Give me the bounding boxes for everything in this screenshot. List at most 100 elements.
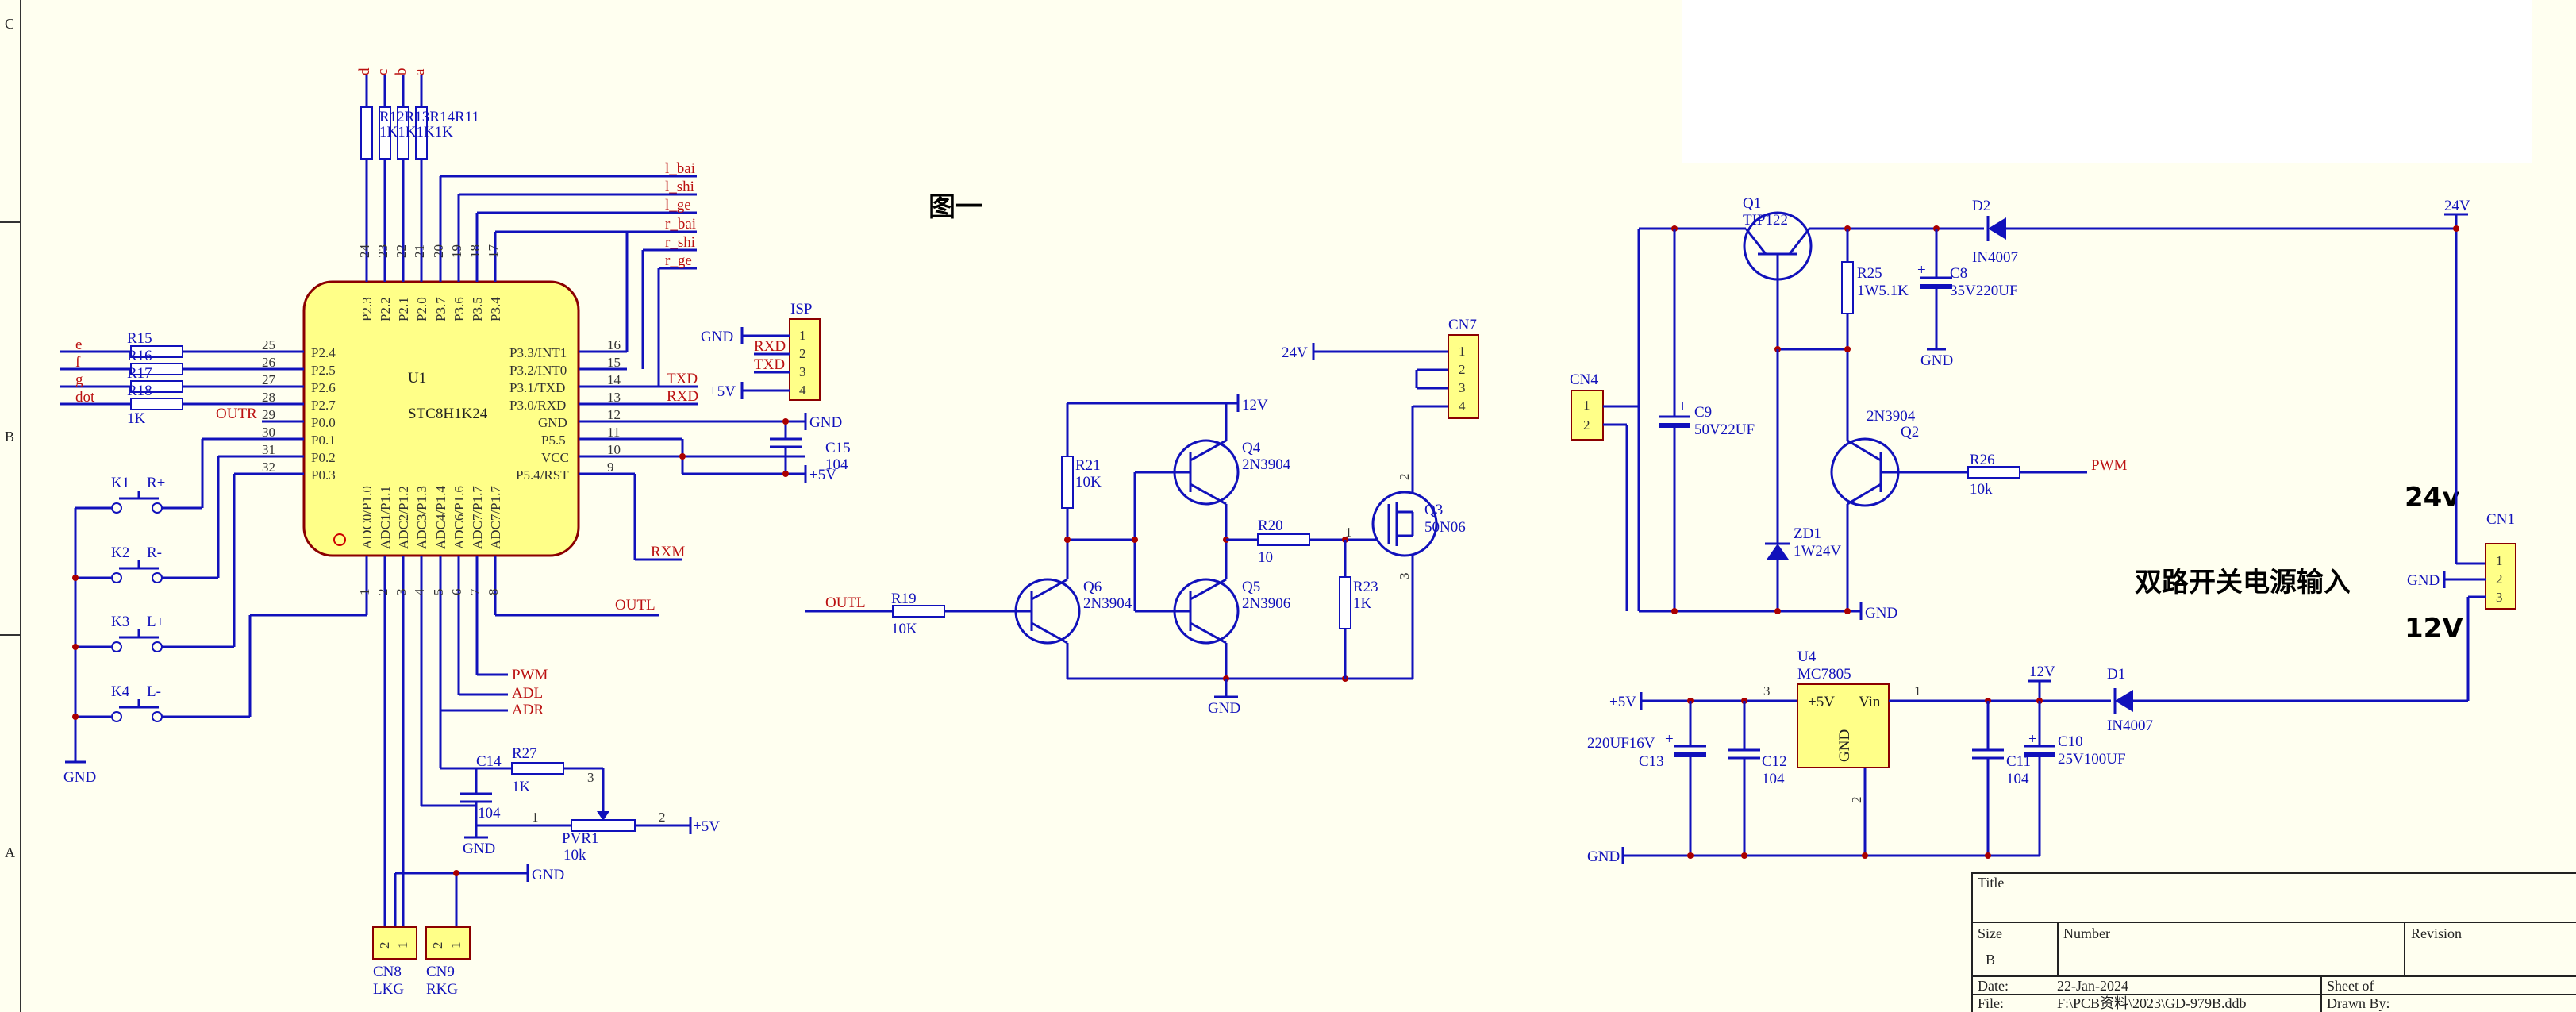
digit-select-nets: l_bai l_shi l_ge r_bai r_shi r_ge (440, 160, 697, 387)
pin-number: 10 (607, 442, 621, 457)
net-pwm: PWM (512, 667, 548, 683)
transistor-part: 2N3904 (1867, 408, 1916, 425)
key-k3: K3 L+ (111, 614, 164, 652)
pin-number: 25 (262, 337, 275, 352)
frame-row-label: C (5, 16, 14, 32)
pin-name: ADC3/P1.3 (414, 486, 429, 549)
adc-section: R27 1K 3 C14 104 GND 1 2 +5V PVR1 10k PW… (372, 597, 720, 998)
regulator-pin-in: Vin (1859, 694, 1881, 710)
mcu-part: STC8H1K24 (408, 406, 488, 422)
connector-ref: CN1 (2486, 511, 2515, 528)
pin-number: 2 (1849, 797, 1864, 804)
key-switches: GND K1 R+ K2 R- K3 L+ K4 L- (63, 439, 367, 786)
pin-number: 3 (1763, 683, 1771, 698)
net-g: g (75, 371, 83, 388)
pin-name: ADC1/P1.1 (378, 486, 393, 549)
pin-number: 30 (262, 425, 275, 440)
net-outl: OUTL (615, 597, 656, 614)
mcu-right-nets: TXD RXD GND +5V C15 104 RXM (627, 371, 851, 561)
isp-txd: TXD (754, 356, 785, 373)
net-d: d (356, 67, 373, 75)
net-l-ge: l_ge (665, 197, 691, 214)
transistor-ref: Q5 (1242, 579, 1260, 595)
p5v-label: +5V (1609, 694, 1636, 710)
cap-ref: C9 (1694, 404, 1712, 421)
pin-name: P0.0 (311, 415, 336, 430)
pin-number: 3 (1459, 380, 1466, 395)
frame-row-label: B (5, 429, 14, 444)
transistor-ref: Q1 (1743, 195, 1761, 212)
mcu-ref: U1 (408, 370, 426, 387)
net-txd: TXD (667, 371, 698, 387)
net-c: c (375, 69, 391, 75)
resistor-bank-top: R12R13R14R11 1K1K1K1K d c b a (356, 67, 479, 160)
pin-number: 19 (449, 244, 464, 258)
title-block: Title Size B Number Revision Date: 22-Ja… (1971, 872, 2576, 1012)
isp-5v: +5V (709, 383, 736, 400)
pin-name: P3.4 (488, 297, 503, 321)
key-k4: K4 L- (111, 683, 163, 722)
revision-label: Revision (2411, 925, 2462, 941)
transistor-part: 2N3904 (1083, 595, 1132, 612)
key-ref: K3 (111, 614, 129, 630)
cap-value: 104 (478, 805, 501, 822)
net-f: f (75, 354, 81, 371)
pin-number: 2 (2496, 571, 2503, 587)
size-value: B (1986, 952, 1995, 968)
pin-number: 31 (262, 442, 275, 457)
transistor-part: 50N06 (1424, 519, 1466, 536)
pin-name: P3.2/INT0 (509, 363, 567, 378)
pin-number: 4 (1459, 398, 1466, 414)
pin1-marker (333, 533, 346, 546)
figure-title: 图一 (929, 191, 982, 223)
key-ref: K4 (111, 683, 130, 700)
isp-gnd: GND (701, 329, 733, 345)
pin-number: 17 (486, 244, 501, 259)
transistor-part: 2N3904 (1242, 456, 1291, 473)
pin-name: P2.3 (359, 297, 375, 321)
pin-number: 2 (375, 589, 390, 596)
pin-name: P3.7 (433, 297, 448, 321)
pin-number: 12 (607, 407, 621, 422)
net-e: e (75, 337, 82, 353)
pin-number: 1 (448, 942, 463, 949)
frame-row-label: A (5, 845, 15, 860)
p5v-label: +5V (809, 467, 836, 483)
pin-number: 27 (262, 372, 276, 387)
cap-value: 50V22UF (1694, 421, 1755, 438)
voltage-24v-label: 24v (2405, 482, 2459, 514)
pin-number: 7 (467, 588, 483, 595)
net-adr: ADR (512, 702, 544, 718)
pin-number: 11 (607, 425, 620, 440)
net-a: a (411, 68, 428, 75)
pin-name: P3.5 (470, 297, 485, 321)
gnd-label: GND (2407, 572, 2440, 589)
title-label: Title (1978, 875, 2004, 891)
connector-name: LKG (373, 981, 404, 998)
resistor-value: 1W5.1K (1857, 283, 1909, 299)
resistor-value: 10 (1258, 549, 1273, 566)
pin-number: 2 (1397, 474, 1412, 481)
12v-label: 12V (1242, 397, 1268, 414)
pin-number: 1 (1583, 398, 1590, 413)
resistor-ref: R15 (127, 330, 152, 347)
connector-ref: CN7 (1448, 317, 1477, 333)
isp-connector: ISP 1 2 3 4 GND RXD TXD +5V (701, 301, 821, 401)
cap-ref: C11 (2006, 753, 2031, 770)
pin-number: 2 (1459, 362, 1466, 377)
net-r-bai: r_bai (665, 216, 696, 233)
power-24v-section: Q1 TIP122 R25 1W5.1K + GND C8 35V220UF D… (1570, 195, 2486, 621)
cn8-body (372, 926, 417, 960)
date-label: Date: (1978, 978, 2009, 994)
resistor-value: 1K (127, 410, 146, 427)
transistor-part: 2N3906 (1242, 595, 1290, 612)
gnd-label: GND (532, 867, 564, 883)
net-rxd: RXD (667, 388, 698, 405)
cn9-body (425, 926, 471, 960)
transistor-ref: Q6 (1083, 579, 1102, 595)
pin-number: 18 (467, 244, 483, 258)
pin-name: ADC7/P1.7 (488, 486, 503, 549)
pin-name: P2.6 (311, 380, 336, 395)
pin-name: ADC7/P1.7 (470, 486, 485, 549)
